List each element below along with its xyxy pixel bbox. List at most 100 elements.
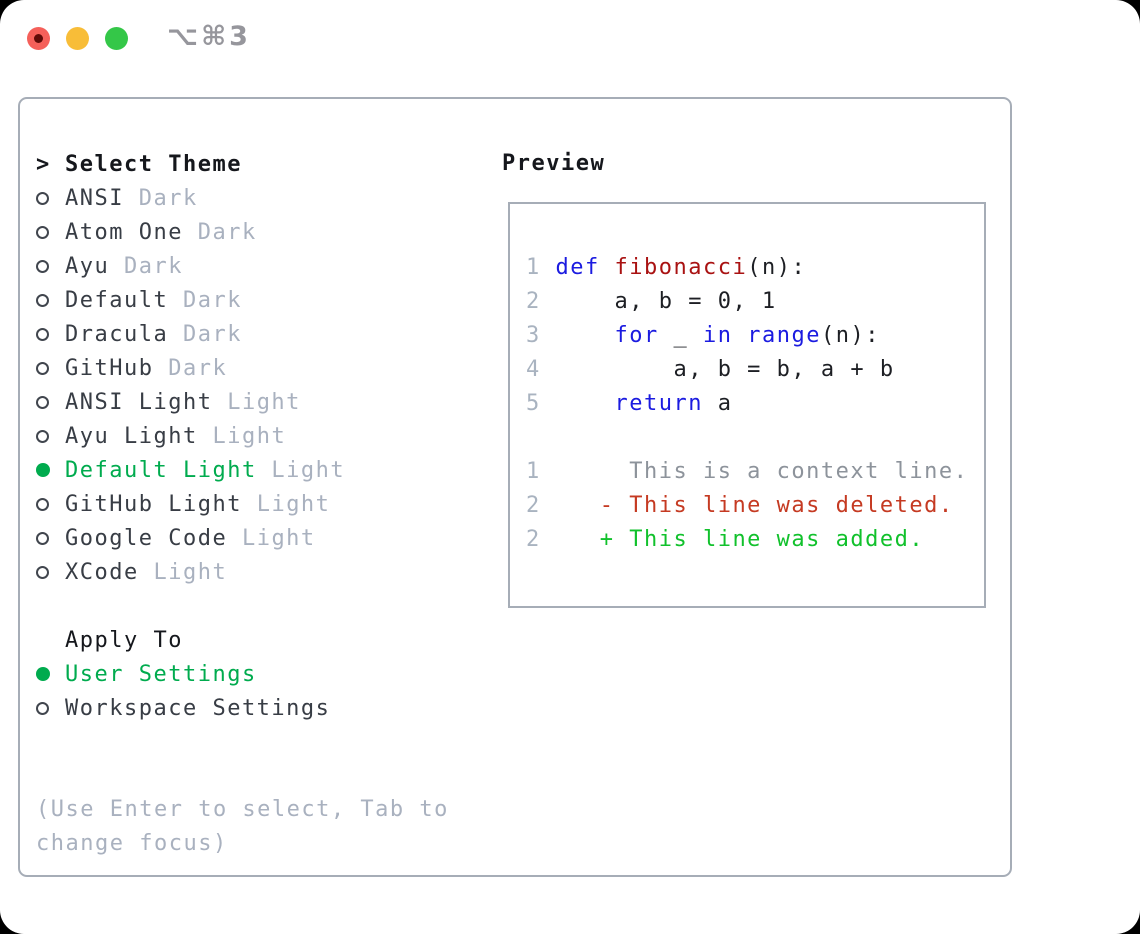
- option-theme-github-light[interactable]: GitHub Light Light: [36, 487, 476, 521]
- option-variant: Dark: [168, 321, 242, 347]
- code-line: 1 def fibonacci(n):: [526, 251, 984, 285]
- option-label: Atom One: [65, 219, 183, 245]
- option-label: Default: [65, 287, 169, 313]
- code-line: 4 a, b = b, a + b: [526, 353, 984, 387]
- code-line: 2 + This line was added.: [526, 523, 984, 557]
- spacer: [36, 589, 476, 623]
- radio-icon: [36, 259, 49, 273]
- radio-icon: [36, 225, 49, 239]
- code-line: 5 return a: [526, 387, 984, 421]
- window-titlebar: [27, 26, 144, 50]
- option-variant: Light: [241, 491, 331, 517]
- option-theme-ansi-light[interactable]: ANSI Light Light: [36, 385, 476, 419]
- window-title: ⌥⌘3: [167, 21, 251, 52]
- option-variant: Dark: [168, 287, 242, 313]
- code-token-plain: [556, 323, 615, 348]
- code-token-plain: [732, 323, 747, 348]
- option-label: GitHub: [65, 355, 154, 381]
- line-number: 2: [526, 493, 556, 518]
- option-variant: Light: [227, 525, 316, 551]
- apply-to-header: Apply To: [36, 623, 476, 657]
- option-variant: Dark: [123, 185, 198, 211]
- code-token-del: - This line was deleted.: [555, 493, 954, 518]
- code-token-kw: def: [555, 255, 600, 280]
- option-variant: Light: [212, 389, 301, 415]
- code-token-plain: (n):: [820, 323, 880, 348]
- code-token-plain: [600, 255, 615, 280]
- option-label: Ayu: [65, 253, 110, 279]
- option-variant: Light: [138, 559, 228, 585]
- help-text: (Use Enter to select, Tab to change focu…: [36, 797, 449, 856]
- option-variant: Dark: [109, 253, 183, 279]
- apply-to-title: Apply To: [65, 627, 183, 653]
- minimize-button[interactable]: [66, 26, 89, 50]
- code-token-kw: range: [747, 323, 821, 348]
- line-number: 1: [526, 459, 556, 484]
- option-label: ANSI: [65, 185, 124, 211]
- code-token-plain: _: [658, 323, 703, 348]
- radio-icon: [36, 429, 49, 443]
- code-token-plain: (n):: [747, 255, 807, 280]
- option-label: Ayu Light: [65, 423, 198, 449]
- option-theme-google-code[interactable]: Google Code Light: [36, 521, 476, 555]
- radio-selected-icon: [36, 463, 50, 477]
- spacer: [36, 759, 476, 793]
- option-user-settings[interactable]: User Settings: [36, 657, 476, 691]
- code-line: [526, 421, 984, 455]
- option-variant: Light: [256, 457, 346, 483]
- line-number: 4: [526, 357, 556, 382]
- option-theme-ayu[interactable]: Ayu Dark: [36, 249, 476, 283]
- code-line: 2 - This line was deleted.: [526, 489, 984, 523]
- option-label: GitHub Light: [65, 491, 242, 517]
- code-token-plain: [556, 391, 615, 416]
- line-number: 2: [526, 527, 556, 552]
- option-variant: Dark: [182, 219, 257, 245]
- code-token-kw: return: [614, 391, 703, 416]
- radio-selected-icon: [36, 667, 50, 681]
- select-theme-title: Select Theme: [65, 151, 242, 177]
- code-token-plain: a, b = 0, 1: [555, 289, 777, 314]
- code-line: 1 This is a context line.: [526, 455, 984, 489]
- code-line: 3 for _ in range(n):: [526, 319, 984, 353]
- option-theme-default-light[interactable]: Default Light Light: [36, 453, 476, 487]
- option-workspace-settings[interactable]: Workspace Settings: [36, 691, 476, 725]
- option-variant: Light: [197, 423, 287, 449]
- radio-icon: [36, 191, 49, 205]
- option-theme-dracula[interactable]: Dracula Dark: [36, 317, 476, 351]
- unsaved-changes-dot: [34, 33, 43, 43]
- option-label: XCode: [65, 559, 139, 585]
- close-button[interactable]: [27, 26, 50, 50]
- preview-column: Preview: [502, 147, 605, 181]
- radio-icon: [36, 327, 49, 341]
- radio-icon: [36, 361, 49, 375]
- code-token-plain: a, b = b, a + b: [555, 357, 895, 382]
- code-token-ctx: This is a context line.: [555, 459, 969, 484]
- code-token-add: + This line was added.: [555, 527, 925, 552]
- option-theme-default[interactable]: Default Dark: [36, 283, 476, 317]
- radio-icon: [36, 701, 49, 715]
- option-theme-ansi[interactable]: ANSI Dark: [36, 181, 476, 215]
- option-label: Google Code: [65, 525, 228, 551]
- code-token-fn: fibonacci: [614, 255, 748, 280]
- option-theme-atom-one[interactable]: Atom One Dark: [36, 215, 476, 249]
- select-theme-header: > Select Theme: [36, 147, 476, 181]
- radio-icon: [36, 565, 49, 579]
- code-token-kw: in: [702, 323, 733, 348]
- option-label: User Settings: [65, 661, 257, 687]
- option-theme-github[interactable]: GitHub Dark: [36, 351, 476, 385]
- zoom-button[interactable]: [105, 26, 128, 50]
- line-number: 5: [526, 391, 556, 416]
- line-number: 2: [526, 289, 556, 314]
- option-theme-ayu-light[interactable]: Ayu Light Light: [36, 419, 476, 453]
- option-theme-xcode[interactable]: XCode Light: [36, 555, 476, 589]
- line-number: 3: [526, 323, 556, 348]
- code-token-plain: a: [702, 391, 733, 416]
- option-label: Default Light: [65, 457, 257, 483]
- spacer: [36, 725, 476, 759]
